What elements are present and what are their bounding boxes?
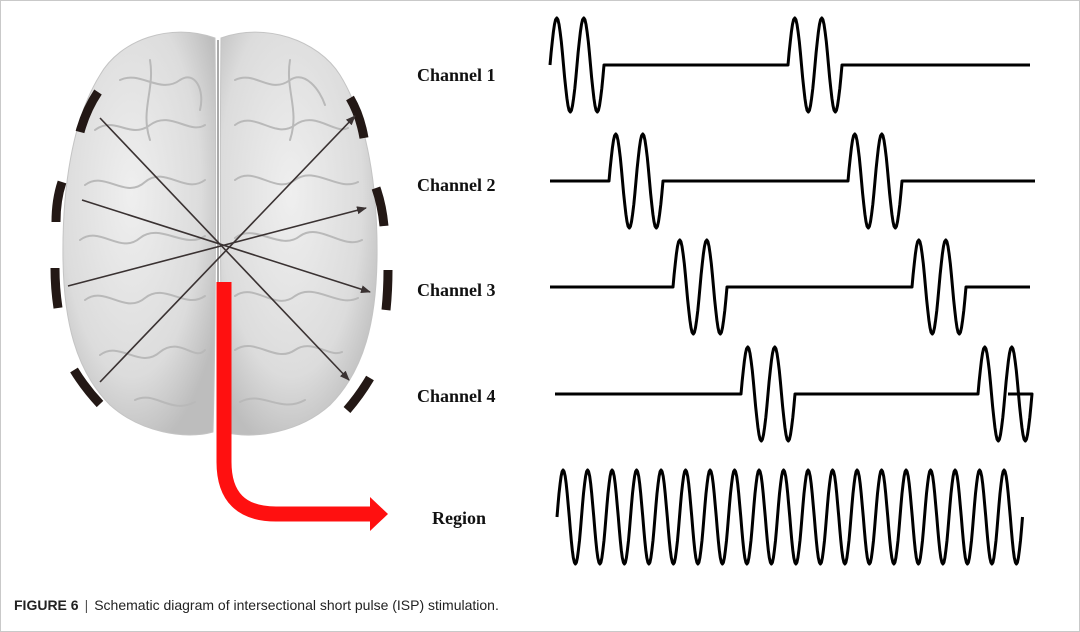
brain-gyri (79, 59, 363, 407)
electrode-right-3 (381, 269, 393, 311)
electrode-left-2 (51, 180, 67, 223)
channel-1-label: Channel 1 (417, 65, 496, 85)
region-arrow (216, 282, 388, 531)
current-path-1 (99, 117, 350, 381)
channel-3-label: Channel 3 (417, 280, 496, 300)
brain-left-hemisphere (62, 31, 217, 436)
caption-text: Schematic diagram of intersectional shor… (94, 597, 499, 613)
brain-image (62, 31, 378, 436)
electrode-left-4 (70, 367, 104, 408)
electrode-right-4 (343, 375, 374, 413)
channel-1-waveform (548, 16, 1030, 114)
electrodes (50, 89, 393, 413)
figure-caption: FIGURE 6 | Schematic diagram of intersecti… (14, 597, 499, 613)
current-path-4 (99, 115, 356, 383)
caption-separator: | (84, 597, 89, 613)
channel-2-waveform (550, 132, 1035, 230)
electrode-right-1 (346, 95, 369, 139)
channel-4-waveform (555, 345, 1034, 443)
electrode-left-3 (50, 267, 63, 309)
channel-2-label: Channel 2 (417, 175, 496, 195)
region-label: Region (432, 508, 486, 528)
electrode-right-2 (371, 186, 389, 227)
electrode-left-1 (75, 89, 102, 134)
region-arrow-shaft (216, 282, 372, 522)
region-waveform (555, 468, 1024, 566)
channel-3-waveform (550, 238, 1030, 336)
region-arrow-head (370, 497, 388, 531)
waveforms (548, 16, 1035, 566)
current-path-3 (67, 206, 367, 287)
current-path-2 (81, 199, 371, 294)
current-paths (67, 115, 371, 383)
figure-number: FIGURE 6 (14, 597, 79, 613)
channel-4-label: Channel 4 (417, 386, 496, 406)
